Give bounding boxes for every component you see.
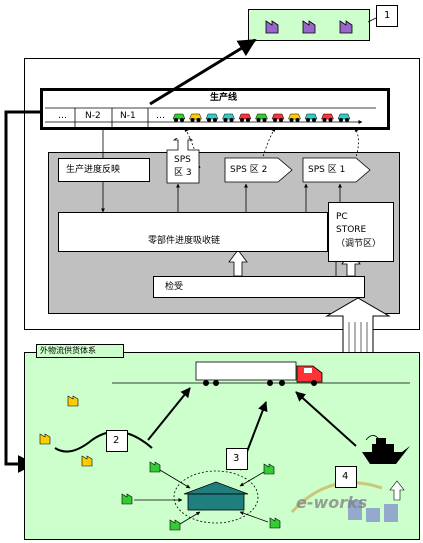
callout-1-label: 1	[384, 10, 391, 21]
milk-run-curve	[54, 430, 153, 453]
callout-4-label: 4	[342, 471, 349, 482]
car-icon	[189, 113, 202, 122]
factory-icon	[39, 395, 93, 467]
car-icon	[271, 113, 285, 122]
callout-4	[335, 466, 357, 488]
progress-feedback-label: 生产进度反映	[66, 165, 121, 175]
watermark-text: e-works	[296, 493, 367, 512]
arrow-milkrun-to-truck	[147, 387, 191, 441]
overseas-supplier-icons	[265, 20, 353, 34]
pc-store-label-1: PC	[336, 212, 348, 222]
inspection-box	[153, 276, 365, 298]
pc-store-label-3: （调节区）	[336, 239, 382, 249]
ship-icon	[362, 435, 410, 464]
callout-3-label: 3	[233, 453, 240, 464]
sps2-label: SPS 区 2	[230, 165, 268, 175]
sps1-label: SPS 区 1	[308, 165, 346, 175]
callout-2	[106, 430, 128, 452]
car-icon	[222, 113, 235, 122]
callout-3	[226, 448, 248, 470]
pc-store-label-2: STORE	[336, 225, 367, 235]
arrow-line-to-logistics	[4, 110, 40, 473]
logistics-title: 外物流供货体系	[40, 346, 96, 355]
car-icon	[321, 113, 334, 122]
sps3-label-2: 区 3	[174, 168, 192, 178]
car-icon	[205, 113, 219, 122]
car-icon	[238, 113, 252, 122]
factory-icon	[265, 20, 353, 34]
line-seq-2: N-1	[120, 111, 136, 121]
truck-icon	[195, 361, 323, 386]
car-icon	[304, 113, 318, 122]
callout-1	[376, 5, 398, 27]
sps3-callout	[166, 138, 200, 184]
progress-feedback-box	[58, 158, 150, 182]
warehouse-zone	[173, 470, 259, 524]
callout-2-label: 2	[113, 435, 120, 446]
arrow-to-overseas-supplier	[149, 38, 257, 106]
car-icon	[288, 113, 301, 122]
inspection-label: 检受	[165, 282, 184, 292]
parts-chain-box	[58, 212, 328, 252]
line-seq-0: …	[58, 111, 67, 121]
production-line-title: 生产线	[210, 93, 238, 103]
parts-chain-label: 零部件进度吸收链	[148, 236, 221, 246]
car-row	[172, 113, 351, 122]
car-icon	[337, 113, 351, 122]
hollow-up-arrow-inspection	[228, 249, 248, 277]
car-icon	[255, 113, 268, 122]
factory-icon	[121, 461, 281, 531]
pc-store-box	[328, 202, 394, 262]
production-line-box	[40, 88, 390, 130]
line-seq-3: …	[156, 111, 165, 121]
logistics-title-box	[36, 344, 124, 358]
car-icon	[172, 113, 186, 122]
warehouse-icon	[183, 481, 249, 511]
sps1-shape	[302, 157, 371, 183]
sps3-label-1: SPS	[174, 155, 191, 165]
arrow-ship-to-truck	[295, 391, 357, 447]
e-works-logo	[290, 481, 398, 522]
sps2-shape	[224, 157, 293, 183]
line-seq-1: N-2	[85, 111, 101, 121]
